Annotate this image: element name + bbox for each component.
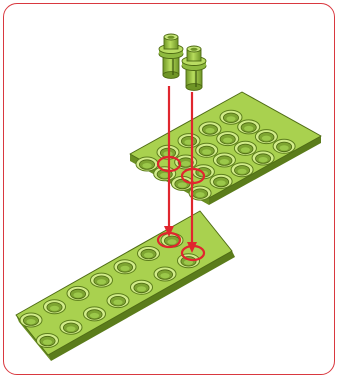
upper-plate-hole: [198, 121, 222, 137]
upper-plate-side-front: [209, 136, 321, 205]
upper-plate-hole: [272, 138, 296, 154]
lower-plate-hole: [106, 293, 130, 309]
lower-plate-hole: [66, 285, 90, 301]
upper-plate-hole: [153, 166, 177, 182]
connector-peg-left: [158, 33, 184, 79]
lower-plate-side-front: [48, 251, 235, 361]
upper-plate-hole: [254, 129, 278, 145]
upper-plate-hole: [195, 142, 219, 158]
upper-plate-hole: [188, 185, 212, 201]
lower-plate: [15, 210, 235, 361]
upper-plate-hole: [209, 173, 233, 189]
lower-plate-hole: [90, 272, 113, 288]
upper-plate: [129, 91, 322, 205]
upper-plate-hole: [251, 150, 275, 166]
upper-plate-hole: [212, 152, 236, 168]
lower-plate-hole: [43, 299, 66, 315]
lower-plate-hole: [153, 266, 177, 282]
upper-plate-hole: [230, 162, 254, 178]
connector-peg-right: [181, 45, 207, 91]
lower-plate-holes: [19, 232, 200, 348]
connector-pegs: [158, 33, 207, 91]
figure-frame: [3, 3, 335, 375]
upper-plate-hole: [219, 109, 243, 125]
upper-plate-hole: [135, 156, 159, 172]
lower-plate-hole: [83, 306, 106, 322]
upper-plate-hole: [216, 131, 240, 147]
lower-plate-hole: [130, 279, 153, 295]
lower-plate-hole: [19, 312, 43, 328]
guide-arrow-right-head: [187, 242, 197, 253]
upper-plate-hole: [237, 119, 261, 135]
guide-arrows: [164, 86, 197, 253]
upper-plate-hole: [177, 133, 201, 149]
lower-plate-hole: [113, 259, 137, 275]
lower-plate-hole: [36, 333, 59, 348]
guide-arrow-left-head: [164, 226, 174, 237]
lower-plate-hole: [137, 246, 160, 261]
upper-plate-hole: [233, 140, 257, 156]
lower-plate-hole: [59, 319, 83, 335]
assembly-diagram: [15, 33, 322, 361]
